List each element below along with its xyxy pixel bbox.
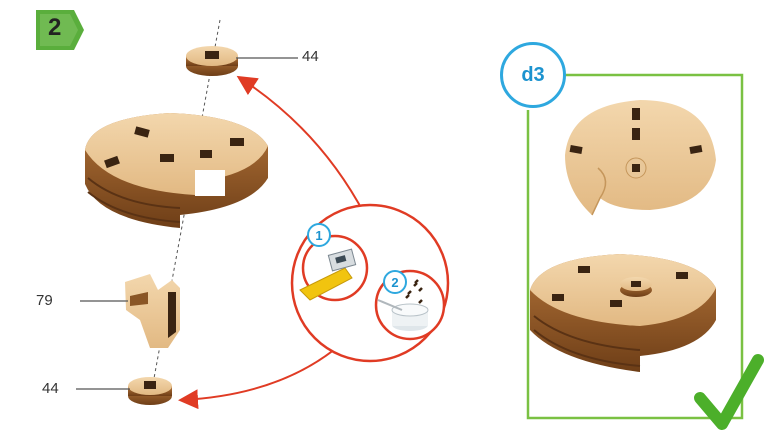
tool-1-badge: 1 bbox=[307, 223, 331, 247]
tool-2-badge: 2 bbox=[383, 270, 407, 294]
part-label-middle: 79 bbox=[36, 292, 53, 309]
step-number: 2 bbox=[48, 14, 61, 42]
tool-2-number: 2 bbox=[391, 275, 398, 290]
detail-lower-disc bbox=[530, 254, 716, 372]
checkmark-icon bbox=[700, 360, 758, 424]
part-44-top bbox=[186, 46, 238, 76]
part-44-bottom bbox=[128, 377, 172, 405]
tool-1-number: 1 bbox=[315, 228, 322, 243]
detail-tag: d3 bbox=[521, 64, 544, 87]
part-label-bottom: 44 bbox=[42, 380, 59, 397]
glue-arrow-down bbox=[182, 345, 340, 400]
detail-upper-disc bbox=[565, 100, 716, 215]
part-label-top: 44 bbox=[302, 48, 319, 65]
part-large-disc bbox=[85, 113, 268, 228]
detail-tag-circle: d3 bbox=[500, 42, 566, 108]
part-79-connector bbox=[125, 274, 180, 348]
